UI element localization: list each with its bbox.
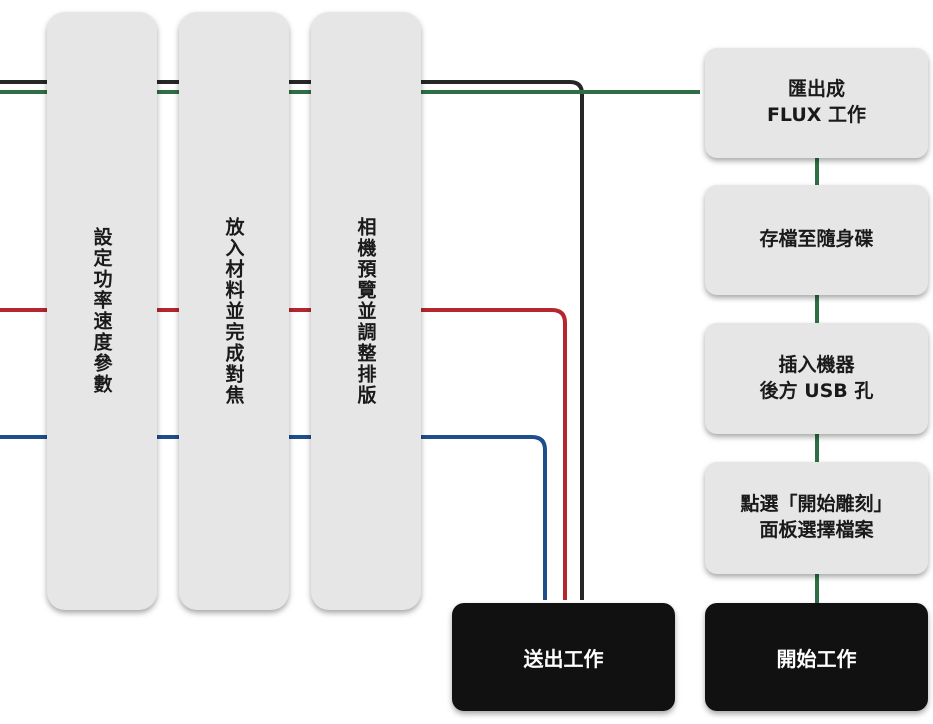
step-place-material-focus-label: 放入材料並完成對焦 — [222, 216, 245, 406]
step-camera-preview-layout: 相機預覽並調整排版 — [311, 12, 421, 610]
step-place-material-focus: 放入材料並完成對焦 — [179, 12, 289, 610]
step-export-flux-job-label: 匯出成 FLUX 工作 — [766, 78, 867, 126]
send-job-box: 送出工作 — [452, 603, 675, 711]
wire-blue — [0, 435, 547, 600]
step-save-usb: 存檔至隨身碟 — [705, 185, 928, 295]
step-export-flux-job: 匯出成 FLUX 工作 — [705, 48, 928, 158]
step-set-power-speed-label: 設定功率速度參數 — [90, 227, 113, 395]
step-set-power-speed: 設定功率速度參數 — [47, 12, 157, 610]
step-camera-preview-layout-label: 相機預覽並調整排版 — [354, 216, 377, 406]
start-job-label: 開始工作 — [776, 646, 857, 671]
step-select-file: 點選「開始雕刻」 面板選擇檔案 — [705, 462, 928, 574]
step-insert-usb-label: 插入機器 後方 USB 孔 — [759, 353, 874, 402]
step-select-file-label: 點選「開始雕刻」 面板選擇檔案 — [740, 493, 893, 541]
start-job-box: 開始工作 — [705, 603, 928, 711]
step-save-usb-label: 存檔至隨身碟 — [759, 228, 874, 251]
wire-red — [0, 308, 567, 600]
send-job-label: 送出工作 — [523, 646, 604, 671]
step-insert-usb: 插入機器 後方 USB 孔 — [705, 323, 928, 434]
